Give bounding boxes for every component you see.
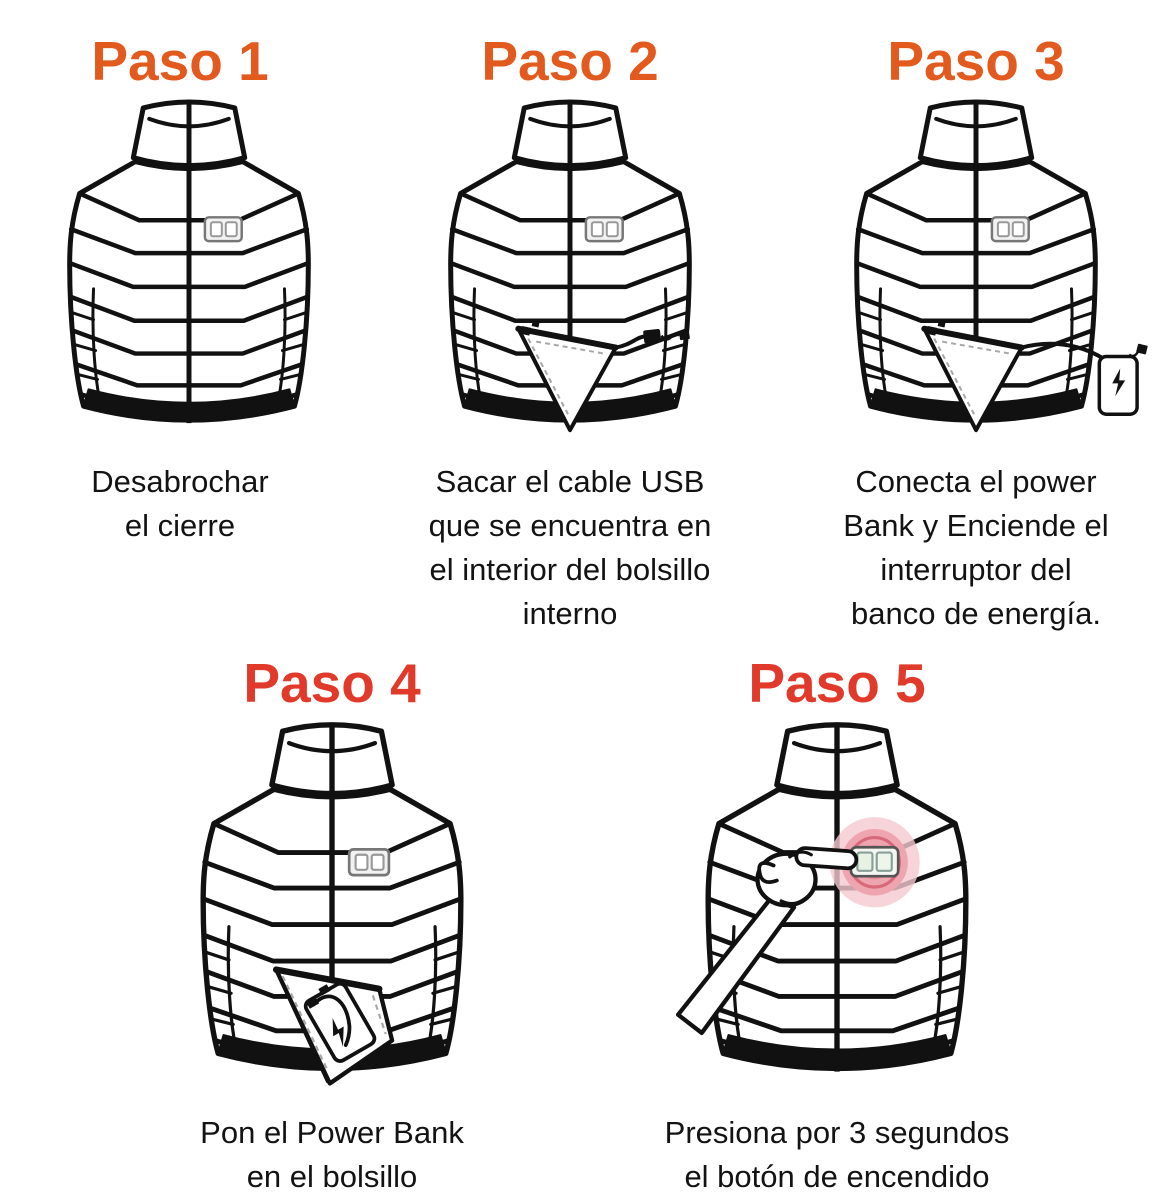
step-3: Paso 3 Conecta el power B [780,0,1172,648]
pressing-hand-icon [675,846,859,1036]
step-3-title: Paso 3 [887,30,1065,92]
step-1: Paso 1 Desabrochar el cierre [0,0,360,648]
caption-line: Sacar el cable USB [435,464,705,499]
caption-line: el cierre [124,508,236,543]
heat-button-icon [849,845,900,878]
step-4-caption: Pon el Power Bank en el bolsillo [200,1111,464,1199]
pocket-flap [921,320,1025,433]
caption-line: que se encuentra en [428,508,712,543]
caption-line: el interior del bolsillo [429,552,711,587]
steps-row-bottom: Paso 4 Pon el Power Bank en el bolsillo [0,648,1172,1199]
step-5-caption: Presiona por 3 segundos el botón de ence… [665,1111,1010,1199]
vest-illustration [381,94,759,433]
lightning-bolt-icon [332,1018,344,1047]
caption-line: banco de energía. [851,596,1101,631]
vest-illustration [0,94,378,452]
step-5-title: Paso 5 [748,652,926,714]
step-2-title: Paso 2 [481,30,659,92]
caption-line: Presiona por 3 segundos [664,1115,1010,1150]
usb-cable-icon [613,328,690,350]
vest-illustration [675,716,1041,1103]
power-bank-icon [303,981,377,1063]
caption-line: Pon el Power Bank [200,1115,464,1150]
caption-line: Bank y Enciende el [843,508,1109,543]
caption-line: Conecta el power [855,464,1097,499]
caption-line: el botón de encendido [684,1159,990,1194]
caption-line: en el bolsillo [246,1159,418,1194]
power-bank-icon [1097,343,1148,416]
step-5: Paso 5 [602,648,1072,1199]
vest-illustration [787,94,1148,433]
lightning-bolt-icon [1112,368,1126,397]
caption-line: Desabrochar [91,464,269,499]
step-4: Paso 4 Pon el Power Bank en el bolsillo [62,648,602,1199]
step-2-caption: Sacar el cable USB que se encuentra en e… [429,460,712,636]
step-3-caption: Conecta el power Bank y Enciende el inte… [843,460,1108,636]
caption-line: interno [522,596,618,631]
pocket-flap [515,320,619,433]
vest-illustration [128,716,536,1086]
caption-line: interruptor del [880,552,1072,587]
usb-cable-icon [1019,341,1106,361]
steps-row-top: Paso 1 Desabrochar el cierre Paso 2 [0,0,1172,648]
step-2: Paso 2 Sacar el cable USB que se encuent… [360,0,780,648]
step-4-title: Paso 4 [243,652,421,714]
step-1-title: Paso 1 [91,30,269,92]
step-1-caption: Desabrochar el cierre [91,460,268,548]
